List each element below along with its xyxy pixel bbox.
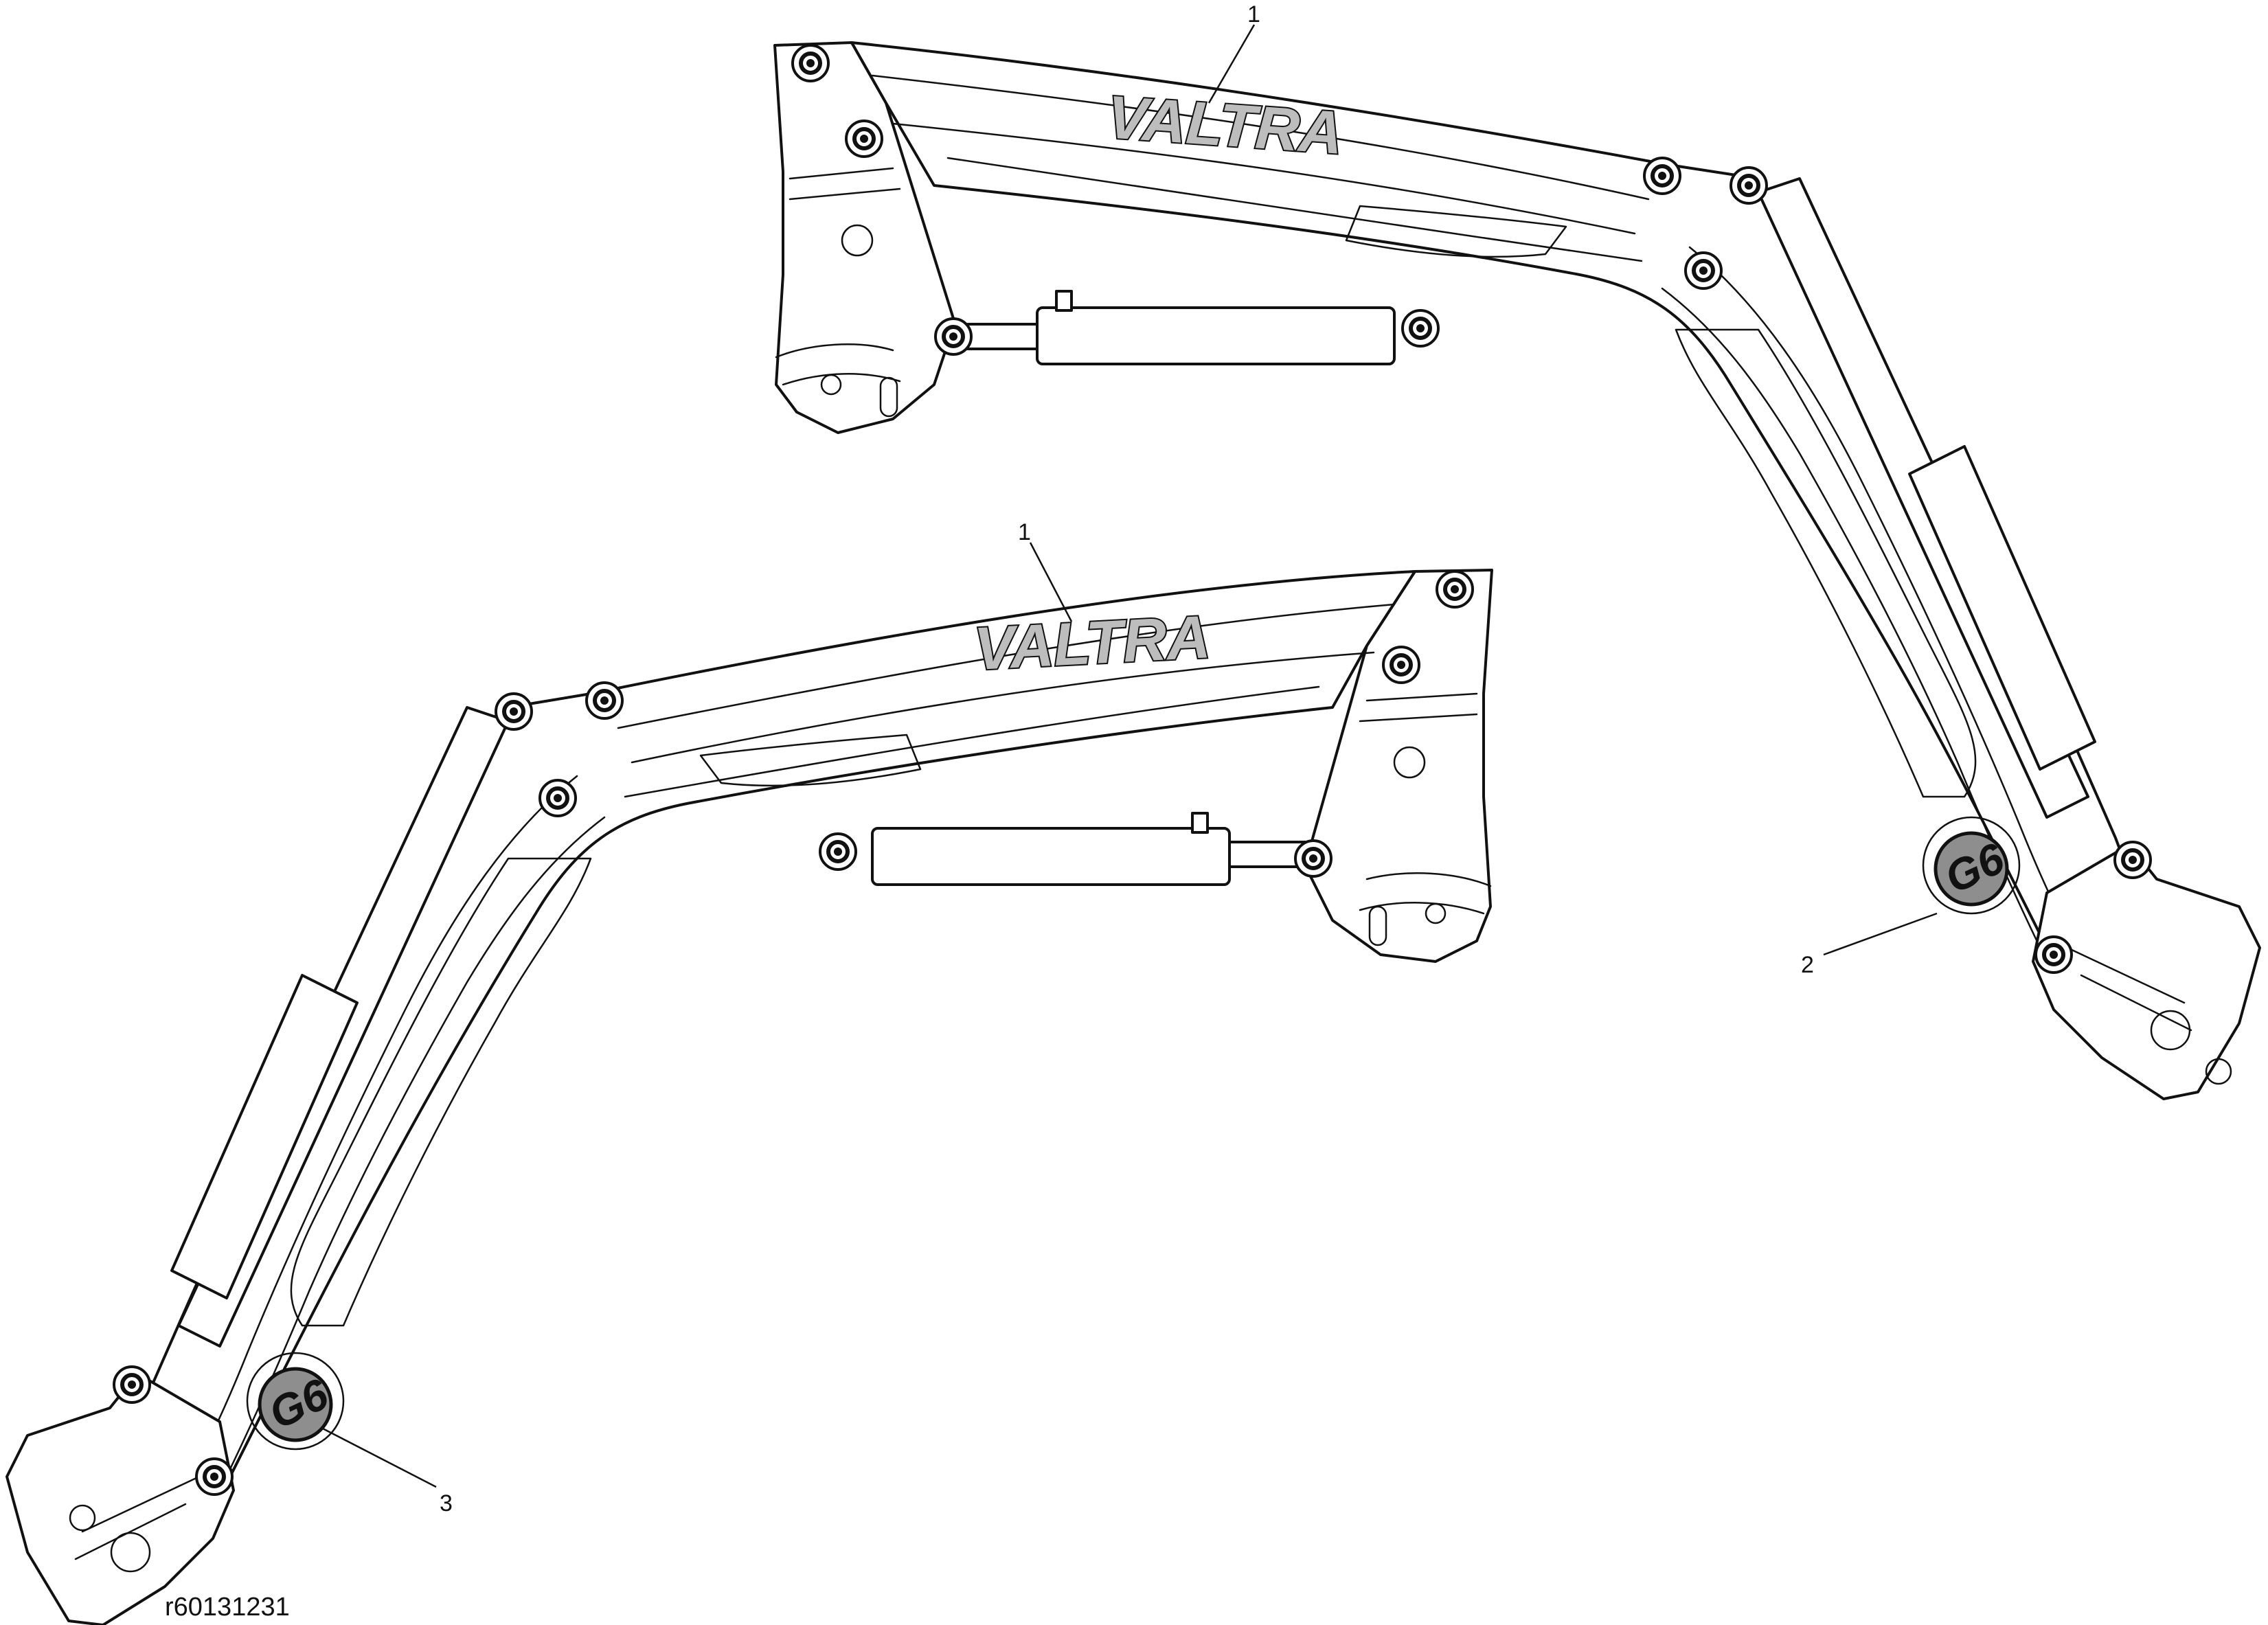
lower-loader-arm: VALTRA G6 <box>5 569 1493 1625</box>
upper-loader-arm: VALTRA G6 <box>773 41 2261 1100</box>
lower-g6-mark: G6 <box>246 1352 345 1451</box>
upper-lift-cylinder <box>960 290 1396 365</box>
figure-reference-code: r60131231 <box>165 1593 290 1622</box>
lower-brand-decal: VALTRA <box>973 602 1212 683</box>
lower-boom-beam <box>109 570 1416 1533</box>
callout-number: 1 <box>1018 519 1031 545</box>
lower-tilt-cylinder <box>170 706 510 1348</box>
lower-pivot-pins <box>113 570 1474 1496</box>
upper-g6-mark: G6 <box>1922 816 2021 915</box>
upper-quick-hitch <box>2032 843 2261 1100</box>
callout-3: 3 <box>322 1427 453 1516</box>
callout-number: 1 <box>1247 1 1260 27</box>
lower-arm-window <box>290 857 592 1327</box>
lower-quick-hitch <box>5 1372 235 1625</box>
upper-tilt-cylinder <box>1757 177 2096 819</box>
callout-number: 3 <box>440 1490 453 1516</box>
callout-2: 2 <box>1801 912 1938 978</box>
callout-1-lower: 1 <box>1018 519 1073 622</box>
lower-lift-cylinder <box>871 812 1313 886</box>
upper-beam-window <box>1345 205 1567 258</box>
callout-1-upper: 1 <box>1207 1 1260 104</box>
lower-beam-window <box>699 734 922 787</box>
upper-pivot-pins <box>791 44 2152 974</box>
callout-number: 2 <box>1801 952 1814 978</box>
upper-arm-window <box>1675 328 1977 798</box>
upper-boom-beam <box>850 41 2158 984</box>
